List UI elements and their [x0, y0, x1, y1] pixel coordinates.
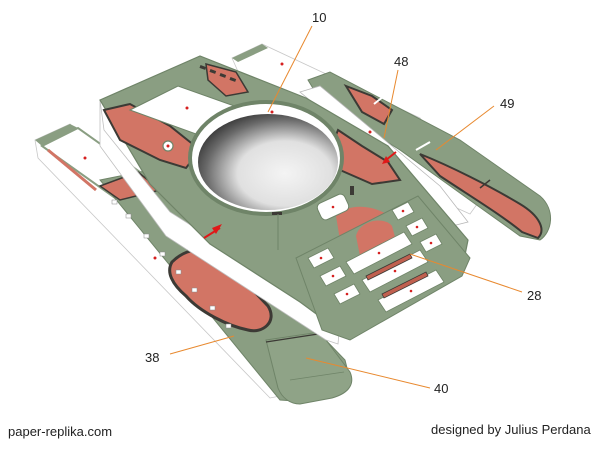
leader-line-48 [383, 69, 399, 139]
callout-38: 38 [145, 350, 159, 365]
leader-line-49 [435, 105, 495, 151]
left-track-guard-front [265, 331, 353, 405]
designer-credit: designed by Julius Perdana [431, 422, 591, 437]
callout-labels: 10 48 49 28 38 40 [145, 10, 541, 396]
site-credit: paper-replika.com [8, 424, 113, 439]
callout-40: 40 [434, 381, 448, 396]
leader-line-10 [267, 25, 313, 113]
callout-10: 10 [312, 10, 326, 25]
callout-28: 28 [527, 288, 541, 303]
leader-line-40 [305, 357, 431, 389]
callout-lines [169, 25, 523, 389]
turret-ring-opening [198, 114, 338, 210]
leader-line-28 [409, 253, 523, 293]
callout-49: 49 [500, 96, 514, 111]
rear-deck-part [295, 195, 471, 341]
callout-48: 48 [394, 54, 408, 69]
right-skirt-rim [232, 44, 268, 62]
leader-line-38 [169, 335, 235, 355]
left-skirt-rim [35, 124, 78, 146]
